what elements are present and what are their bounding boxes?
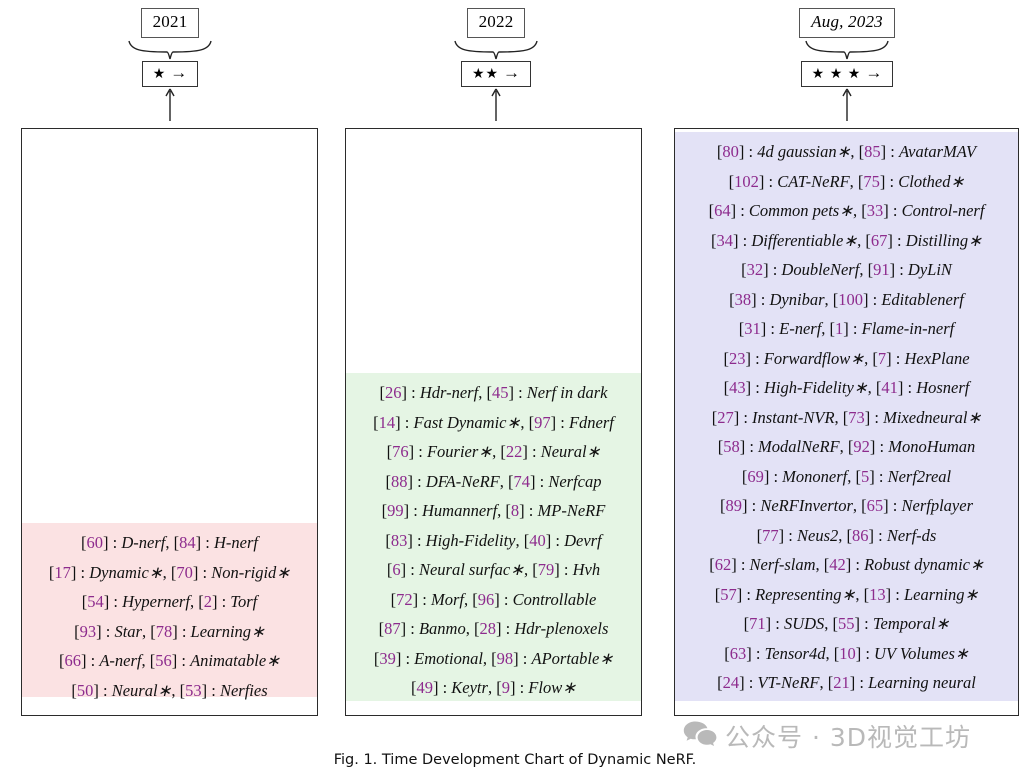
entry-row: [50] : Neural∗, [53] : Nerfies: [71, 680, 268, 700]
entry-list-2022: [26] : Hdr-nerf, [45] : Nerf in dark [14]…: [346, 378, 641, 703]
column-fill-2023: [675, 132, 1018, 701]
entry-row: [39] : Emotional, [98] : APortable∗: [373, 648, 614, 668]
arrow-up-icon: [346, 87, 646, 122]
entry-list-2021: [60] : D-nerf, [84] : H-nerf [17] : Dynam…: [22, 528, 317, 705]
brace-connector: [20, 39, 320, 61]
column-fill-2021: [22, 523, 317, 697]
entry-row: [87] : Banmo, [28] : Hdr-plenoxels: [378, 619, 609, 638]
arrow-right-icon: →: [865, 62, 883, 82]
entry-row: [76] : Fourier∗, [22] : Neural∗: [386, 442, 601, 461]
entry-row: [62] : Nerf-slam, [42] : Robust dynamic∗: [709, 555, 984, 574]
wechat-icon: [683, 720, 717, 753]
entry-row: [88] : DFA-NeRF, [74] : Nerfcap: [385, 471, 602, 491]
entry-row: [27] : Instant-NVR, [73] : Mixedneural∗: [711, 407, 982, 427]
entry-row: [24] : VT-NeRF, [21] : Learning neural: [717, 673, 976, 692]
entry-row: [102] : CAT-NeRF, [75] : Clothed∗: [728, 171, 965, 191]
entry-row: [14] : Fast Dynamic∗, [97] : Fdnerf: [373, 412, 614, 432]
entry-row: [99] : Humannerf, [8] : MP-NeRF: [381, 501, 606, 520]
entry-row: [72] : Morf, [96] : Controllable: [390, 589, 597, 609]
arrow-up-icon: [20, 87, 320, 122]
entry-row: [63] : Tensor4d, [10] : UV Volumes∗: [724, 643, 969, 663]
entry-row: [71] : SUDS, [55] : Temporal∗: [743, 614, 950, 633]
entry-row: [60] : D-nerf, [84] : H-nerf: [81, 533, 258, 552]
figure-caption: Fig. 1. Time Development Chart of Dynami…: [333, 752, 697, 768]
entry-row: [17] : Dynamic∗, [70] : Non-rigid∗: [48, 562, 291, 582]
entry-row: [64] : Common pets∗, [33] : Control-nerf: [708, 201, 985, 220]
year-label: Aug, 2023: [811, 12, 883, 31]
entry-row: [31] : E-nerf, [1] : Flame-in-nerf: [738, 319, 955, 338]
entry-row: [34] : Differentiable∗, [67] : Distillin…: [711, 230, 982, 250]
entry-row: [69] : Mononerf, [5] : Nerf2real: [741, 466, 952, 486]
entry-row: [66] : A-nerf, [56] : Animatable∗: [59, 651, 280, 670]
arrow-right-icon: →: [503, 62, 521, 82]
entry-row: [43] : High-Fidelity∗, [41] : Hosnerf: [723, 378, 970, 397]
column-header-2023: Aug, 2023 ★ ★ ★ →: [697, 8, 997, 122]
column-fill-2022: [346, 373, 641, 701]
column-header-2022: 2022 ★★ →: [346, 8, 646, 122]
star-rating: ★ ★ ★: [811, 66, 862, 82]
year-label: 2022: [478, 12, 514, 31]
column-header-2021: 2021 ★ →: [20, 8, 320, 122]
entry-row: [89] : NeRFInvertor, [65] : Nerfplayer: [720, 496, 973, 515]
entry-row: [49] : Keytr, [9] : Flow∗: [410, 678, 577, 697]
year-badge-2023: Aug, 2023: [799, 8, 895, 38]
arrow-up-icon: [697, 87, 997, 122]
rating-badge-2023: ★ ★ ★ →: [800, 60, 894, 88]
entry-row: [83] : High-Fidelity, [40] : Devrf: [385, 530, 602, 550]
entry-row: [93] : Star, [78] : Learning∗: [74, 621, 265, 641]
star-rating: ★: [152, 66, 167, 82]
entry-row: [38] : Dynibar, [100] : Editablenerf: [729, 289, 964, 309]
column-box-2023: [80] : 4d gaussian∗, [85] : AvatarMAV [10…: [674, 128, 1019, 716]
brace-connector: [697, 39, 997, 61]
arrow-right-icon: →: [170, 62, 188, 82]
star-rating: ★★: [471, 66, 500, 82]
entry-row: [80] : 4d gaussian∗, [85] : AvatarMAV: [716, 142, 977, 161]
rating-badge-2022: ★★ →: [460, 60, 532, 88]
column-box-2021: [60] : D-nerf, [84] : H-nerf [17] : Dynam…: [21, 128, 318, 716]
rating-badge-2021: ★ →: [141, 60, 199, 88]
brace-connector: [346, 39, 646, 61]
entry-row: [6] : Neural surfac∗, [79] : Hvh: [386, 560, 601, 579]
entry-row: [23] : Forwardflow∗, [7] : HexPlane: [723, 348, 970, 368]
year-label: 2021: [152, 12, 188, 31]
year-badge-2021: 2021: [140, 8, 200, 38]
entry-row: [32] : DoubleNerf, [91] : DyLiN: [741, 260, 952, 279]
entry-row: [54] : Hypernerf, [2] : Torf: [81, 592, 258, 611]
entry-row: [58] : ModalNeRF, [92] : MonoHuman: [717, 437, 976, 456]
entry-row: [77] : Neus2, [86] : Nerf-ds: [756, 525, 937, 545]
entry-row: [57] : Representing∗, [13] : Learning∗: [714, 584, 979, 604]
column-box-2022: [26] : Hdr-nerf, [45] : Nerf in dark [14]…: [345, 128, 642, 716]
watermark-text: 公众号 · 3D视觉工坊: [725, 723, 971, 752]
watermark: 公众号 · 3D视觉工坊: [683, 718, 971, 754]
entry-row: [26] : Hdr-nerf, [45] : Nerf in dark: [379, 383, 608, 402]
year-badge-2022: 2022: [466, 8, 526, 38]
entry-list-2023: [80] : 4d gaussian∗, [85] : AvatarMAV [10…: [675, 137, 1018, 698]
